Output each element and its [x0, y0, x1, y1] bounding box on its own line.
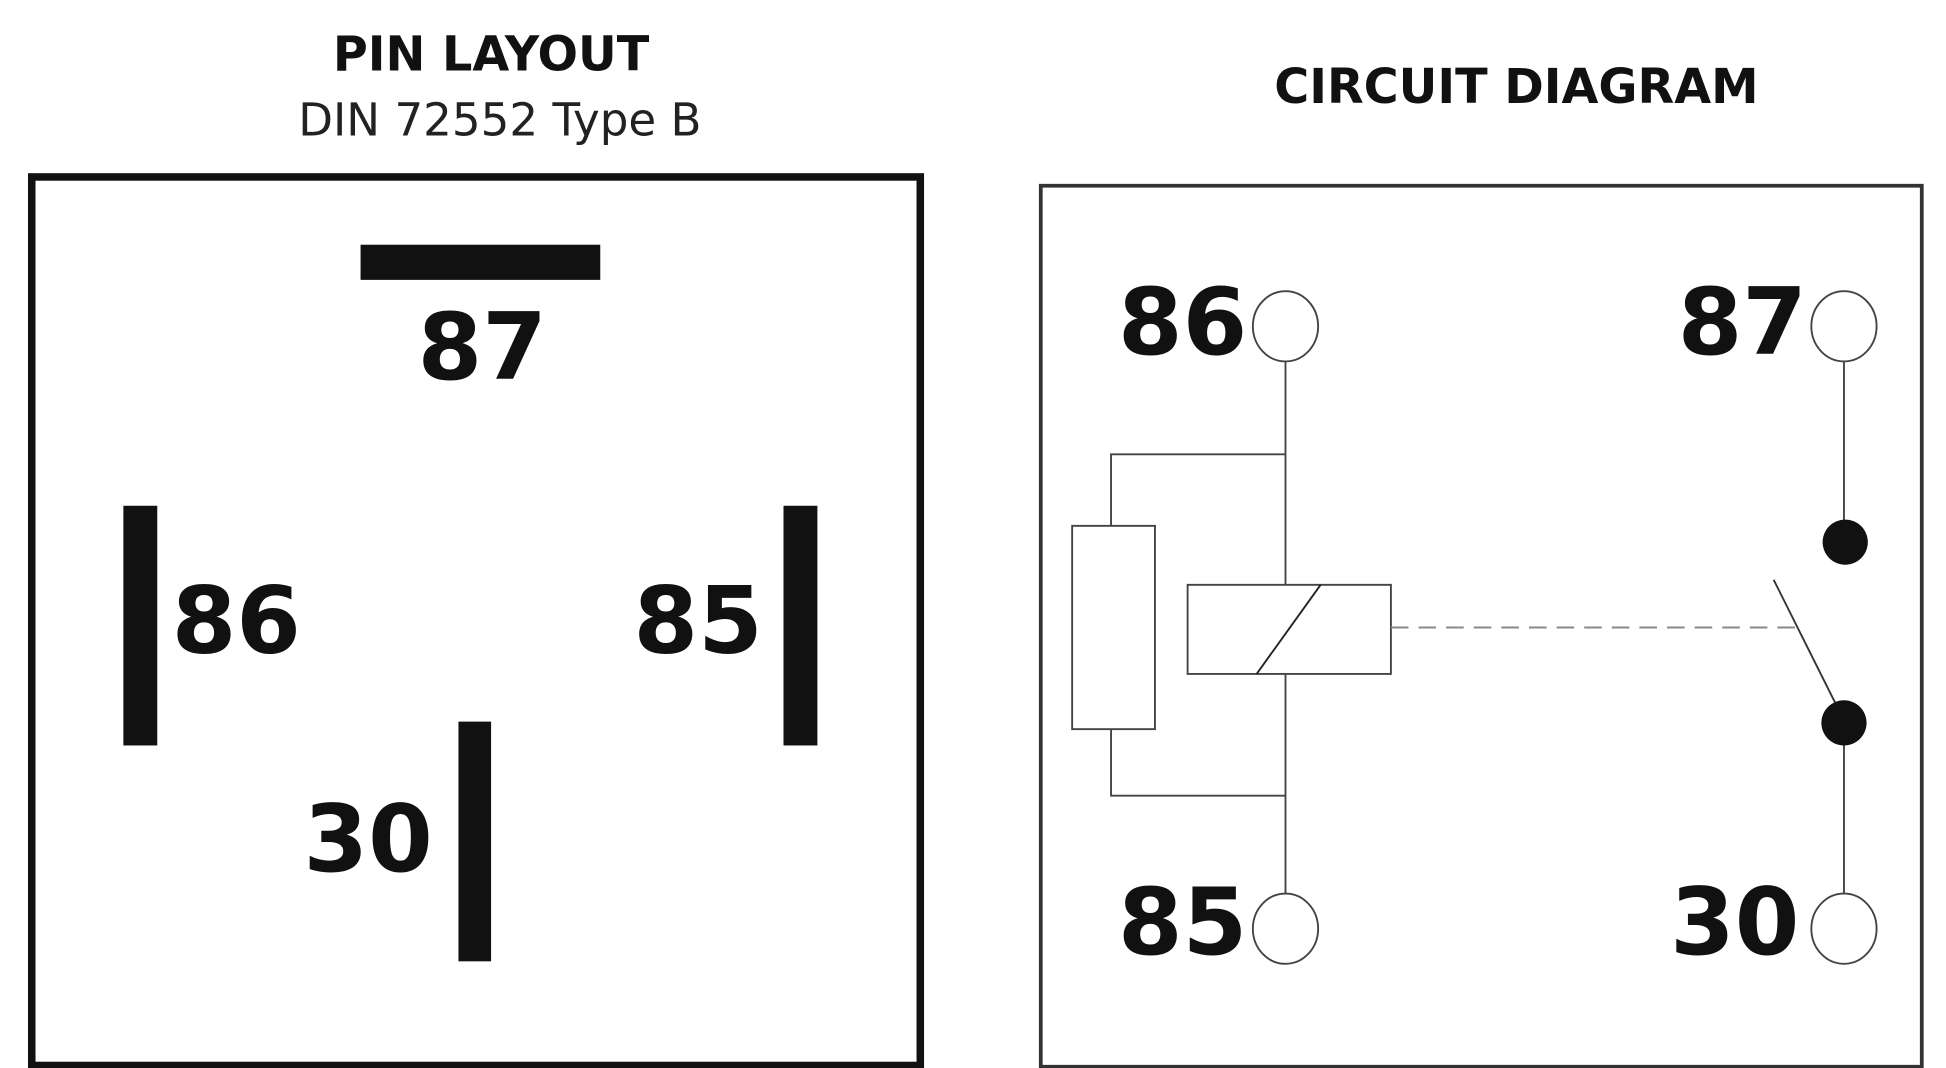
pin-layout-title: PIN LAYOUT	[333, 27, 650, 82]
pin-86-blade	[123, 505, 158, 746]
terminal-86-label: 86	[1118, 268, 1247, 376]
contact-87-dot	[1822, 519, 1868, 565]
terminal-87-label: 87	[1678, 268, 1807, 376]
pin-85-blade	[783, 505, 818, 746]
pin-30-label: 30	[303, 785, 432, 893]
pin-layout-subtitle: DIN 72552 Type B	[298, 94, 701, 147]
pin-layout-frame	[27, 173, 925, 1068]
pin-30-blade	[458, 721, 492, 962]
pin-87-label: 87	[418, 293, 547, 401]
pin-85-label: 85	[634, 567, 763, 675]
contact-30-dot	[1821, 700, 1867, 746]
terminal-86-circle	[1251, 290, 1320, 363]
circuit-diagram-title: CIRCUIT DIAGRAM	[1274, 60, 1758, 115]
terminal-85-label: 85	[1118, 868, 1247, 976]
terminal-87-circle	[1810, 290, 1878, 363]
terminal-85-circle	[1251, 892, 1320, 965]
terminal-30-label: 30	[1670, 868, 1799, 976]
switch-wiring	[1772, 361, 1845, 894]
resistor-symbol	[1071, 524, 1156, 731]
pin-86-label: 86	[172, 567, 301, 675]
relay-coil-symbol	[1186, 583, 1392, 675]
coil-wiring	[1110, 361, 1287, 894]
circuit-diagram-frame	[1038, 183, 1924, 1068]
circuit-diagram-panel: CIRCUIT DIAGRAM 86 85 87 30	[1038, 60, 1924, 1068]
pin-layout-panel: PIN LAYOUT DIN 72552 Type B 87 86 85 30	[27, 27, 925, 1068]
pin-87-blade	[360, 244, 601, 280]
terminal-30-circle	[1810, 892, 1878, 965]
